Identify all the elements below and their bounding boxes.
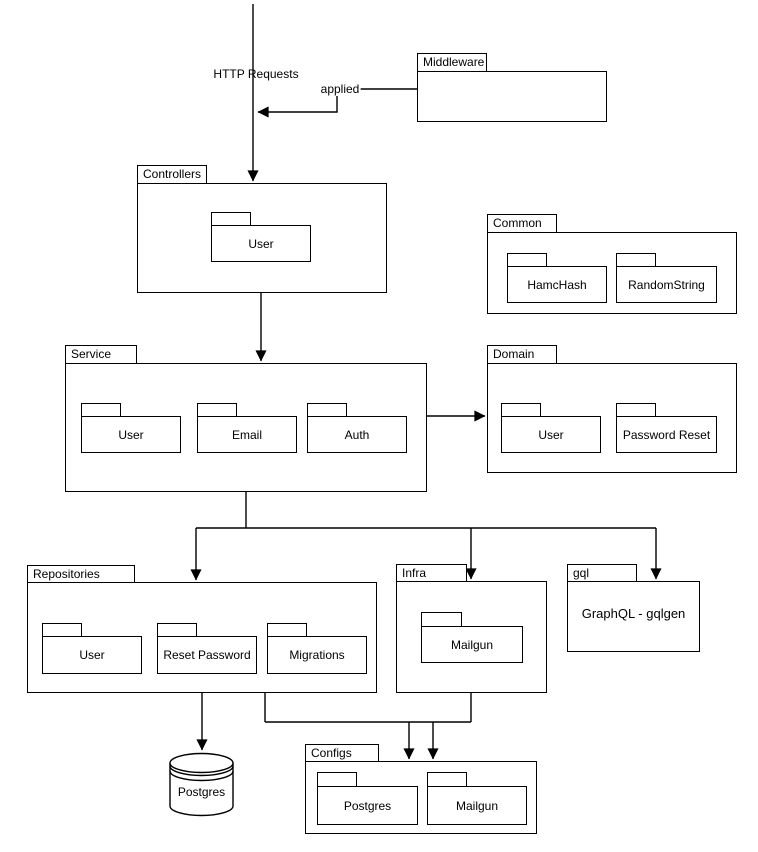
cylinder-ring-2 — [169, 770, 234, 782]
postgres-database-cylinder — [169, 752, 234, 817]
subpackage-service-auth-tab — [307, 403, 347, 417]
package-middleware-body — [417, 71, 607, 122]
postgres-database-label: Postgres — [177, 785, 226, 799]
package-domain-tab: Domain — [487, 345, 557, 364]
subpackage-service-user: User — [81, 416, 181, 453]
package-repositories-tab: Repositories — [27, 565, 135, 583]
subpackage-common-hamchash-tab — [507, 253, 547, 267]
subpackage-repositories-user-tab — [42, 623, 82, 637]
subpackage-configs-postgres-tab — [317, 772, 357, 787]
subpackage-controllers-user: User — [211, 225, 311, 262]
subpackage-infra-mailgun-tab — [421, 612, 462, 627]
subpackage-repositories-reset-password-tab — [157, 623, 197, 637]
edge-applied — [257, 88, 417, 118]
subpackage-configs-mailgun: Mailgun — [427, 786, 527, 825]
subpackage-service-user-tab — [81, 403, 121, 417]
package-gql-body — [567, 581, 700, 652]
package-gql-tab: gql — [567, 564, 637, 582]
package-controllers-tab: Controllers — [137, 165, 207, 184]
package-common-tab: Common — [487, 214, 557, 233]
subpackage-domain-password-reset: Password Reset — [616, 416, 717, 453]
subpackage-repositories-migrations-tab — [267, 623, 307, 637]
subpackage-repositories-user: User — [42, 636, 142, 674]
subpackage-service-email-tab — [197, 403, 237, 417]
subpackage-common-randomstring-tab — [616, 253, 656, 267]
package-infra-tab: Infra — [396, 564, 467, 582]
package-service-tab: Service — [65, 345, 137, 364]
subpackage-service-email: Email — [197, 416, 297, 453]
cylinder-top — [169, 752, 234, 774]
subpackage-service-auth: Auth — [307, 416, 407, 453]
edge-label-applied: applied — [319, 82, 361, 96]
subpackage-repositories-migrations: Migrations — [267, 636, 367, 674]
subpackage-infra-mailgun: Mailgun — [421, 626, 523, 663]
subpackage-controllers-user-tab — [211, 212, 251, 226]
subpackage-common-randomstring: RandomString — [616, 266, 717, 303]
subpackage-repositories-reset-password: Reset Password — [157, 636, 257, 674]
package-configs-tab: Configs — [305, 744, 379, 762]
subpackage-domain-password-reset-tab — [616, 403, 656, 417]
cylinder-ring-1 — [169, 765, 234, 777]
subpackage-domain-user: User — [501, 416, 601, 453]
subpackage-common-hamchash: HamcHash — [507, 266, 607, 303]
subpackage-domain-user-tab — [501, 403, 541, 417]
cylinder-body — [169, 763, 234, 817]
subpackage-configs-mailgun-tab — [427, 772, 467, 787]
package-middleware-tab: Middleware — [417, 53, 487, 72]
subpackage-configs-postgres: Postgres — [317, 786, 418, 825]
gql-content-label: GraphQL - gqlgen — [581, 606, 686, 621]
edge-label-http-requests: HTTP Requests — [213, 67, 299, 81]
